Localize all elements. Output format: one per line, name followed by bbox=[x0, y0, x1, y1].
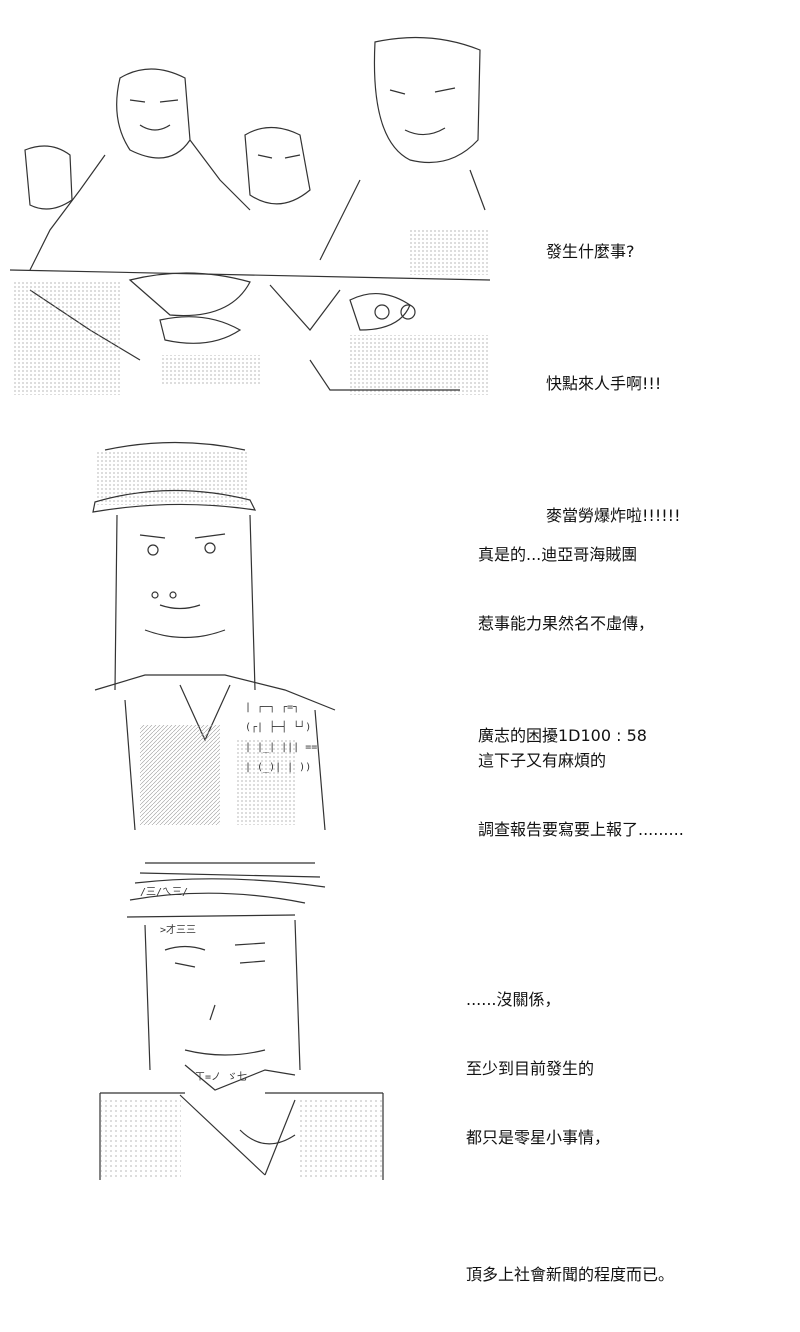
crowd-scene-art bbox=[10, 30, 495, 400]
svg-text:ㄒ=ノ ゞ七: ㄒ=ノ ゞ七 bbox=[195, 1071, 247, 1083]
hat-man-art: /三/ㄟ三/ >才三三 ㄒ=ノ ゞ七 bbox=[65, 855, 395, 1185]
dice-roll-text: 廣志的困擾1D100 : 58 bbox=[478, 726, 647, 745]
svg-text:| ┌─┐ ┌=┐: | ┌─┐ ┌=┐ bbox=[245, 702, 299, 713]
dialogue-line: 快點來人手啊!!! bbox=[546, 374, 662, 393]
svg-text:(┌| ├─┤ └┘): (┌| ├─┤ └┘) bbox=[245, 720, 311, 733]
svg-text:>才三三: >才三三 bbox=[160, 923, 196, 936]
dialogue-line: 發生什麼事? bbox=[546, 242, 635, 261]
pirate-captain-art: | ┌─┐ ┌=┐ (┌| ├─┤ └┘) | |_| ||| == | (_)… bbox=[85, 440, 405, 830]
dialogue-line: 惹事能力果然名不虛傳， bbox=[478, 614, 655, 633]
dialogue-2: 真是的...迪亞哥海賊團 惹事能力果然名不虛傳， 這下子又有麻煩的 調查報告要寫… bbox=[478, 497, 684, 887]
dialogue-line: 頂多上社會新聞的程度而已。 bbox=[466, 1265, 675, 1284]
svg-text:/三/ㄟ三/: /三/ㄟ三/ bbox=[140, 887, 188, 898]
dialogue-line: 麥當勞爆炸啦!!!!!! bbox=[546, 506, 681, 525]
svg-text:| |_| ||| ==: | |_| ||| == bbox=[245, 742, 317, 753]
dialogue-line: 至少到目前發生的 bbox=[466, 1059, 595, 1078]
panel-2: | ┌─┐ ┌=┐ (┌| ├─┤ └┘) | |_| ||| == | (_)… bbox=[0, 425, 800, 839]
dice-roll-result: 廣志的困擾1D100 : 58 bbox=[478, 678, 647, 793]
panel-3: /三/ㄟ三/ >才三三 ㄒ=ノ ゞ七 ......沒關係， 至少到目前發生的 都… bbox=[0, 845, 800, 1284]
dialogue-line: 這下子又有麻煩的 bbox=[478, 751, 607, 770]
dialogue-line: ......沒關係， bbox=[466, 990, 561, 1009]
dialogue-line: 調查報告要寫要上報了......... bbox=[478, 820, 684, 839]
svg-text:| (_)| | )): | (_)| | )) bbox=[245, 762, 311, 773]
dialogue-line: 都只是零星小事情， bbox=[466, 1128, 611, 1147]
dialogue-3: ......沒關係， 至少到目前發生的 都只是零星小事情， 頂多上社會新聞的程度… bbox=[466, 942, 674, 1332]
dialogue-line: 真是的...迪亞哥海賊團 bbox=[478, 545, 638, 564]
dialogue-1: 發生什麼事? 快點來人手啊!!! 麥當勞爆炸啦!!!!!! bbox=[546, 142, 681, 626]
panel-1: 發生什麼事? 快點來人手啊!!! 麥當勞爆炸啦!!!!!! bbox=[0, 0, 800, 525]
